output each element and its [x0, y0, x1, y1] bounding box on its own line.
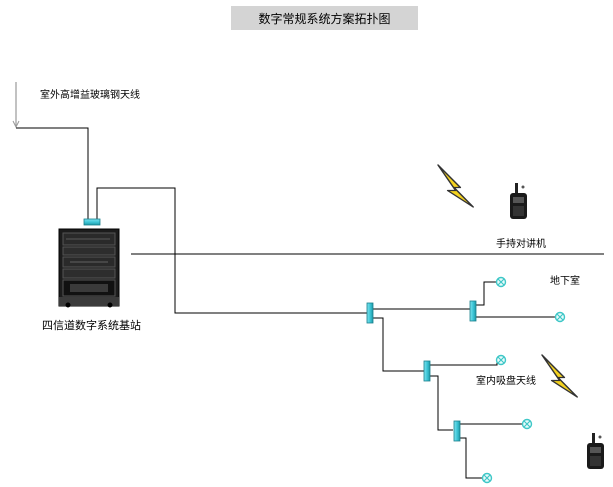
ceiling-antenna-icon — [495, 276, 507, 288]
handheld-radio-label: 手持对讲机 — [496, 239, 546, 250]
lightning-icon — [541, 354, 578, 398]
ceiling-antenna-icon — [495, 354, 507, 366]
ceiling-antenna-icon — [481, 472, 493, 484]
splitter-icon — [453, 420, 461, 442]
lightning-icon — [437, 164, 474, 208]
outdoor-antenna-icon — [12, 82, 20, 129]
base-station-label: 四信道数字系统基站 — [42, 319, 141, 332]
base-station-rack-icon — [58, 228, 120, 308]
splitter-icon — [469, 300, 477, 322]
connection-lines — [16, 127, 604, 479]
diagram-title: 数字常规系统方案拓扑图 — [231, 6, 418, 30]
ceiling-antenna-icon — [521, 418, 533, 430]
outdoor-antenna-label: 室外高增益玻璃钢天线 — [40, 90, 140, 101]
splitter-icon — [366, 302, 374, 324]
walkie-talkie-icon — [510, 183, 527, 219]
indoor-antenna-label: 室内吸盘天线 — [476, 376, 536, 387]
ceiling-antenna-icon — [554, 311, 566, 323]
basement-label: 地下室 — [550, 276, 580, 287]
splitter-icon — [423, 360, 431, 382]
walkie-talkie-icon — [587, 433, 604, 469]
splitter-icon — [83, 218, 101, 226]
